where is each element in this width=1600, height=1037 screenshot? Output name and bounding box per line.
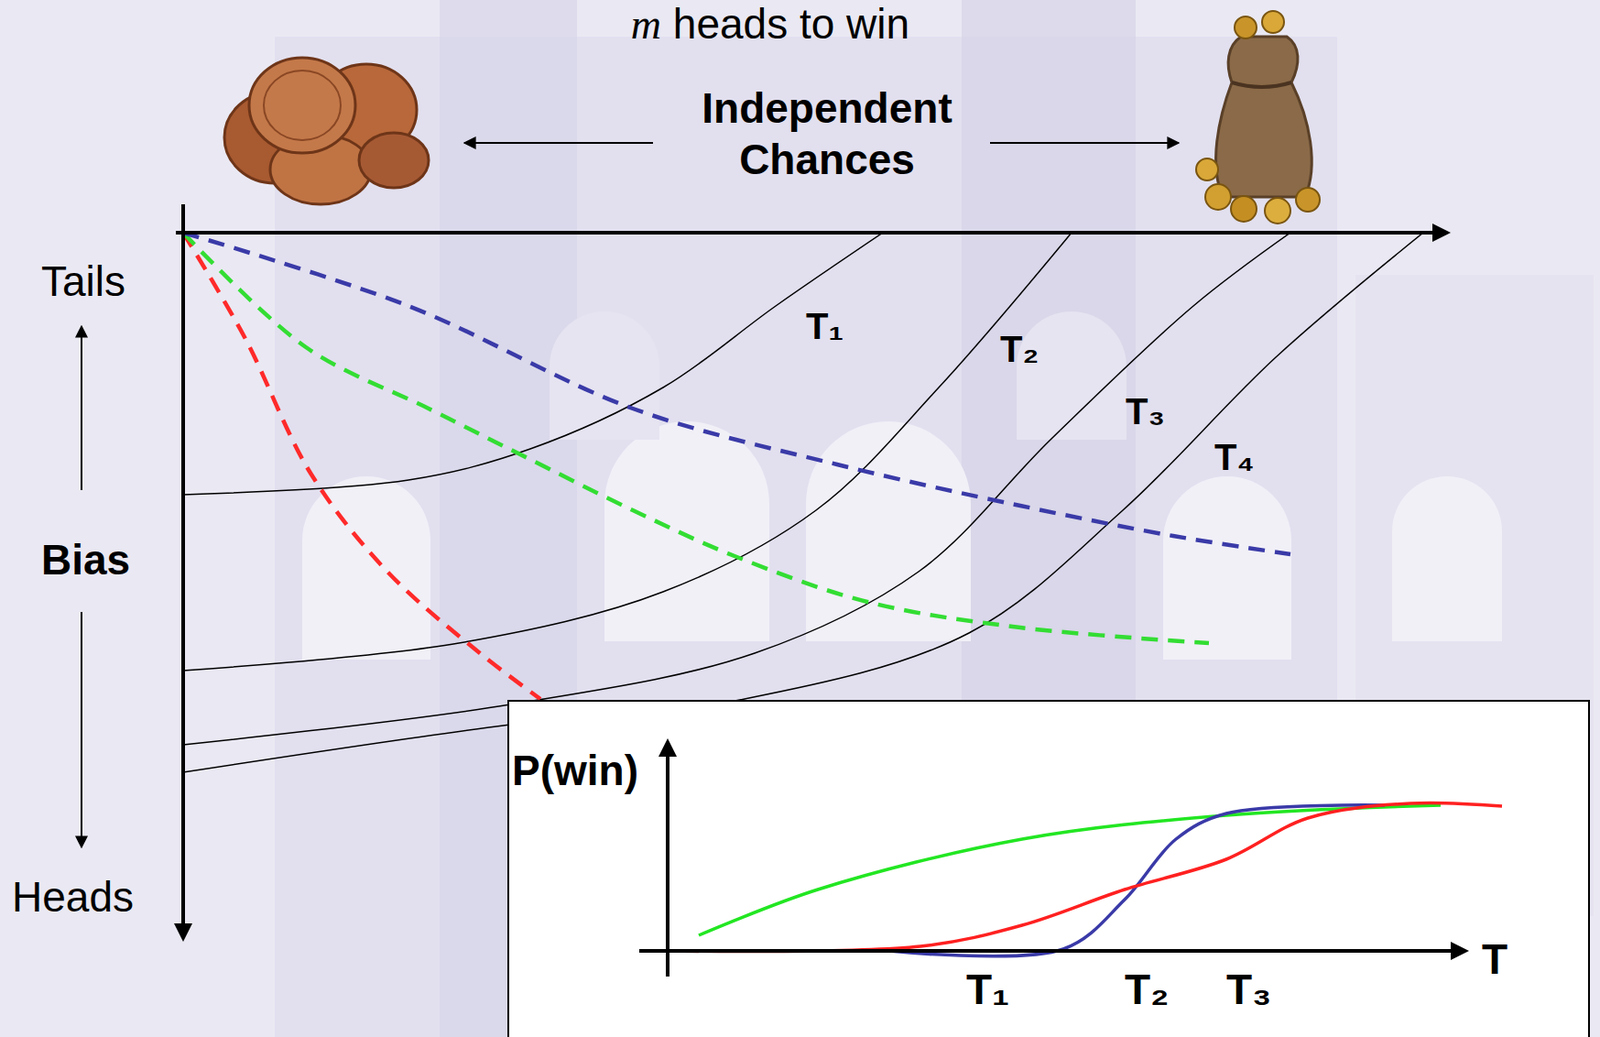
heads-arrow — [80, 611, 83, 848]
left-arrow — [464, 141, 654, 144]
green-win-curve — [698, 805, 1441, 936]
curve-label: T₁ — [805, 304, 844, 348]
title: m heads to win — [631, 0, 910, 50]
time-axis — [639, 948, 1466, 953]
axis-end-label: Tails — [41, 257, 126, 306]
green-dashed-curve — [183, 232, 1209, 643]
axis-label: T — [1481, 935, 1508, 984]
curve-label: T₄ — [1214, 435, 1255, 479]
tick-label: T₃ — [1226, 965, 1272, 1014]
inset-chart-box: P(win) T T₁ T₂ T₃ — [507, 699, 1590, 1037]
tick-label: T₂ — [1124, 965, 1170, 1014]
axis-label: Bias — [41, 535, 131, 585]
tick-label: T₁ — [966, 965, 1010, 1014]
red-win-curve — [667, 803, 1503, 952]
t4-curve — [183, 232, 1424, 773]
t2-curve — [183, 232, 1072, 671]
plot-curves — [183, 232, 1424, 773]
red-dashed-curve — [183, 232, 541, 699]
t3-curve — [183, 232, 1291, 745]
blue-win-curve — [889, 805, 1385, 957]
bias-axis — [181, 204, 186, 938]
curve-label: T₂ — [1000, 327, 1039, 371]
heading-label: Independent Chances — [689, 82, 965, 186]
axis-end-label: Heads — [11, 872, 134, 922]
blue-dashed-curve — [183, 232, 1291, 555]
curve-label: T₃ — [1125, 390, 1165, 433]
axis-label: P(win) — [511, 746, 639, 795]
gold-bag-picture — [1196, 10, 1320, 224]
pennies-picture — [224, 57, 429, 205]
inset-chart — [509, 701, 1592, 1037]
tails-arrow — [80, 326, 83, 490]
probability-axis — [665, 741, 670, 977]
right-arrow — [990, 141, 1179, 144]
chance-axis — [175, 230, 1448, 235]
